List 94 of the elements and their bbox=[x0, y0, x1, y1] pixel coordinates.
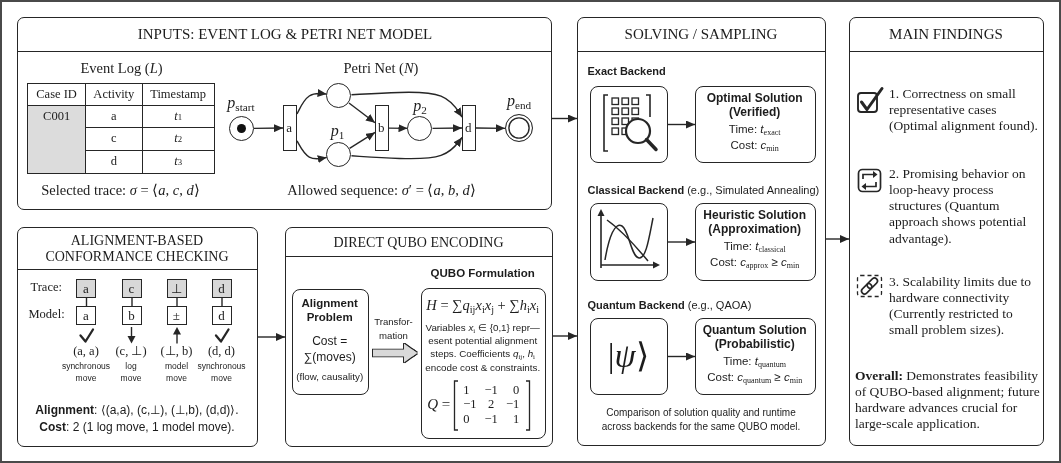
model-event-box bbox=[166, 305, 187, 325]
panel-title: INPUTS: EVENT LOG & PETRI NET MODEL bbox=[137, 26, 433, 43]
trace-event-box bbox=[121, 278, 142, 298]
event-label: d bbox=[218, 280, 225, 296]
time-text: Time: t$_{quantum}$ bbox=[723, 354, 787, 370]
result-title: Optimal Solution (Verified) bbox=[705, 91, 804, 120]
event-label: ± bbox=[172, 307, 180, 323]
result-title: Quantum Solution (Probabilistic) bbox=[701, 323, 808, 352]
trace-caption: Selected trace: σ = ⟨a, c, d⟩ bbox=[41, 181, 200, 199]
net-title: Petri Net (N) bbox=[343, 59, 419, 77]
section-panel bbox=[285, 227, 553, 447]
comparison-note: Comparison of solution quality and runtime across backends for the same QUBO model. bbox=[600, 405, 802, 434]
transition-bar bbox=[374, 104, 389, 151]
transition-bar bbox=[461, 104, 476, 151]
cost-formula: Cost = ∑(moves) bbox=[302, 333, 357, 366]
transition-label: d bbox=[464, 119, 472, 135]
illustration-box bbox=[589, 202, 668, 281]
matrix-label: Q = bbox=[427, 395, 451, 413]
finding-text: 1. Correctness on small representative cases (Optimal alignment found). bbox=[889, 85, 1039, 135]
illustration-box bbox=[589, 85, 668, 163]
backend-heading: Exact Backend bbox=[587, 63, 666, 78]
arrow bbox=[257, 333, 286, 341]
place-label: p$_{end}$ bbox=[506, 90, 532, 110]
hamiltonian-formula: H = ∑q$_{ij}$x$_{i}$x$_{j}$ + ∑h$_{i}$x$_{i}$ bbox=[426, 296, 540, 315]
trace-event-box bbox=[211, 278, 232, 298]
move-type: synchronous move bbox=[60, 359, 112, 385]
matrix-row: 0 −1 1 bbox=[463, 411, 520, 427]
place-label: p$_{start}$ bbox=[227, 93, 255, 112]
time-text: Time: t$_{exact}$ bbox=[728, 122, 781, 138]
transition-label: b bbox=[377, 119, 385, 135]
cost-text: Cost: 2 (1 log move, 1 model move). bbox=[39, 419, 235, 435]
trace-event-box bbox=[166, 278, 187, 298]
place-label: p$_{1}$ bbox=[330, 121, 345, 140]
alignment-text: Alignment: ⟨(a,a), (c,⊥), (⊥,b), (d,d)⟩. bbox=[35, 402, 239, 418]
event-label: a bbox=[83, 280, 89, 296]
move-type: log move bbox=[119, 359, 143, 385]
arrow bbox=[552, 332, 578, 340]
quantum-state-symbol: |ψ⟩ bbox=[607, 335, 649, 376]
event-label: a bbox=[83, 307, 89, 323]
arrow bbox=[825, 235, 850, 243]
section-panel bbox=[17, 227, 258, 447]
section-panel bbox=[577, 17, 826, 446]
finding-text: 3. Scalability limits due to hardware connectivity (Currently restricted to small problem sizes). bbox=[889, 273, 1033, 339]
event-label: d bbox=[218, 307, 225, 323]
move-pair: (⊥, b) bbox=[160, 344, 193, 359]
transition-label: a bbox=[286, 119, 293, 135]
result-box bbox=[694, 85, 816, 163]
move-pair: (d, d) bbox=[207, 344, 236, 359]
cost-text: Cost: c$_{min}$ bbox=[730, 138, 779, 154]
box-heading: QUBO Formulation bbox=[430, 266, 535, 281]
panel-title: MAIN FINDINGS bbox=[889, 26, 1003, 43]
move-type: model move bbox=[163, 359, 190, 385]
result-box bbox=[694, 202, 816, 281]
variables-text: Variables x$_{i}$ ∈ {0,1} repr— esent potential alignment steps. Coefficients q$_{ij}$, h$_{i}$ encode cost & constraints. bbox=[424, 320, 542, 375]
process-box bbox=[291, 288, 369, 395]
state-box bbox=[589, 317, 668, 395]
finding-text: 2. Promising behavior on loop-heavy process structures (Quantum approach shows potential advantage). bbox=[889, 165, 1028, 247]
move-type: synchronous move bbox=[196, 359, 247, 385]
table-header-cell: Timestamp bbox=[141, 82, 215, 107]
place-label: p$_{2}$ bbox=[413, 96, 427, 115]
panel-title: SOLVING / SAMPLING bbox=[624, 26, 778, 43]
time-text: Time: t$_{classical}$ bbox=[723, 239, 786, 255]
result-title: Heuristic Solution (Approximation) bbox=[702, 208, 808, 237]
event-label: b bbox=[128, 307, 135, 323]
panel-title: DIRECT QUBO ENCODING bbox=[333, 234, 504, 250]
transition-bar bbox=[282, 104, 297, 151]
cost-text: Cost: c$_{quantum}$ ≥ c$_{min}$ bbox=[707, 370, 803, 386]
row-label: Model: bbox=[28, 307, 65, 322]
box-title: Alignment Problem bbox=[300, 296, 359, 325]
final-place-circle bbox=[504, 114, 533, 142]
box-note: (flow, causality) bbox=[296, 369, 364, 383]
table-title: Event Log (L) bbox=[80, 59, 163, 77]
cost-text: Cost: c$_{approx}$ ≥ c$_{min}$ bbox=[710, 255, 800, 271]
backend-heading: Quantum Backend (e.g., QAOA) bbox=[587, 297, 752, 312]
model-event-box bbox=[121, 305, 142, 325]
summary-text: Overall: Demonstrates feasibility of QUBO-based alignment; future hardware advances crucial for large-scale application. bbox=[855, 367, 1041, 433]
trace-event-box bbox=[76, 278, 96, 298]
arrow bbox=[551, 114, 578, 123]
event-label: c bbox=[128, 280, 135, 296]
matrix-row: 1 −1 0 bbox=[463, 382, 520, 398]
matrix-row: −1 2 −1 bbox=[463, 397, 520, 413]
move-pair: (c, ⊥) bbox=[115, 344, 147, 359]
model-event-box bbox=[211, 305, 232, 325]
event-label: ⊥ bbox=[170, 280, 182, 296]
result-box bbox=[694, 317, 816, 395]
move-pair: (a, a) bbox=[73, 344, 99, 359]
backend-heading: Classical Backend (e.g., Simulated Annealing) bbox=[587, 182, 820, 197]
model-event-box bbox=[76, 305, 96, 325]
row-label: Trace: bbox=[30, 280, 62, 295]
section-panel bbox=[17, 17, 552, 210]
sequence-caption: Allowed sequence: σ′ = ⟨a, b, d⟩ bbox=[287, 181, 476, 199]
table-cell: C001 bbox=[27, 105, 87, 174]
panel-title: ALIGNMENT-BASED CONFORMANCE CHECKING bbox=[44, 233, 230, 264]
section-panel bbox=[849, 17, 1044, 446]
